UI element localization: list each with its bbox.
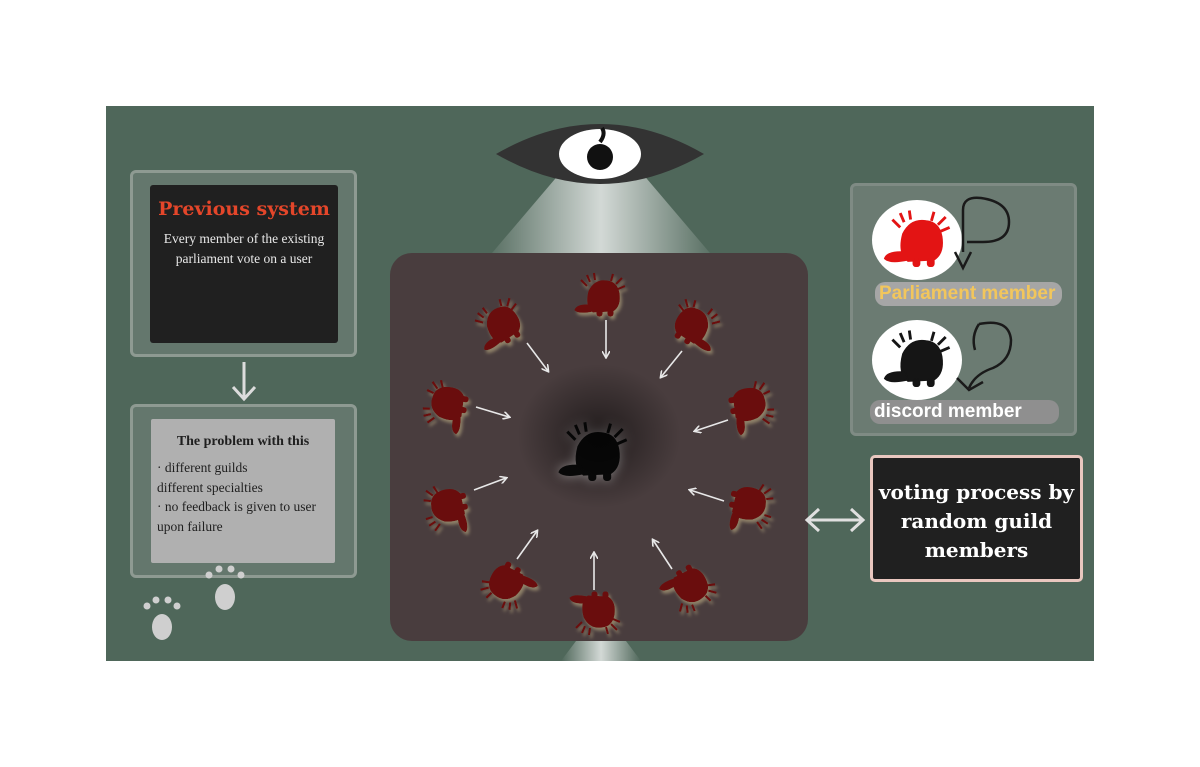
problem-line: different specialties bbox=[157, 479, 263, 495]
previous-system-title: Previous system bbox=[158, 198, 330, 220]
discord-member-label: discord member bbox=[870, 400, 1059, 424]
previous-system-box: Previous system Every member of the exis… bbox=[150, 185, 338, 343]
voting-board bbox=[390, 253, 808, 641]
previous-system-line: parliament vote on a user bbox=[175, 251, 313, 266]
down-arrow bbox=[231, 362, 257, 402]
vote-arrows bbox=[473, 320, 729, 590]
voting-process-line: random guild bbox=[900, 509, 1053, 533]
parliament-member-label: Parliament member bbox=[875, 282, 1062, 306]
problem-line: · different guilds bbox=[157, 460, 248, 475]
problem-title: The problem with this bbox=[176, 434, 310, 449]
problem-box: The problem with this · different guilds… bbox=[151, 419, 335, 563]
previous-system-description: Every member of the existing parliament … bbox=[154, 229, 334, 269]
problem-panel: The problem with this · different guilds… bbox=[130, 404, 357, 578]
legend-panel: Parliament member discord member bbox=[850, 183, 1077, 436]
center-shadow bbox=[514, 361, 684, 511]
parliament-avatar bbox=[872, 200, 962, 280]
problem-line: · no feedback is given to user bbox=[157, 499, 316, 514]
double-arrow bbox=[804, 507, 866, 533]
previous-system-line: Every member of the existing bbox=[163, 231, 325, 246]
problem-line: upon failure bbox=[157, 518, 223, 534]
light-beam bbox=[481, 166, 721, 661]
self-loop-arrow-icon bbox=[956, 321, 1013, 392]
discord-avatar bbox=[872, 320, 962, 400]
voting-process-line: voting process by bbox=[878, 480, 1075, 504]
diagram-canvas: Previous system Every member of the exis… bbox=[106, 106, 1094, 661]
self-loop-arrow-icon bbox=[953, 196, 1011, 271]
voting-diagram bbox=[418, 271, 779, 637]
voting-process-line: members bbox=[924, 538, 1029, 562]
voting-process-box: voting process by random guild members bbox=[870, 455, 1083, 582]
problem-list: · different guilds different specialties… bbox=[157, 458, 335, 536]
paw-print-icon bbox=[143, 565, 245, 640]
previous-system-panel: Previous system Every member of the exis… bbox=[130, 170, 357, 357]
eye-icon bbox=[496, 124, 704, 184]
